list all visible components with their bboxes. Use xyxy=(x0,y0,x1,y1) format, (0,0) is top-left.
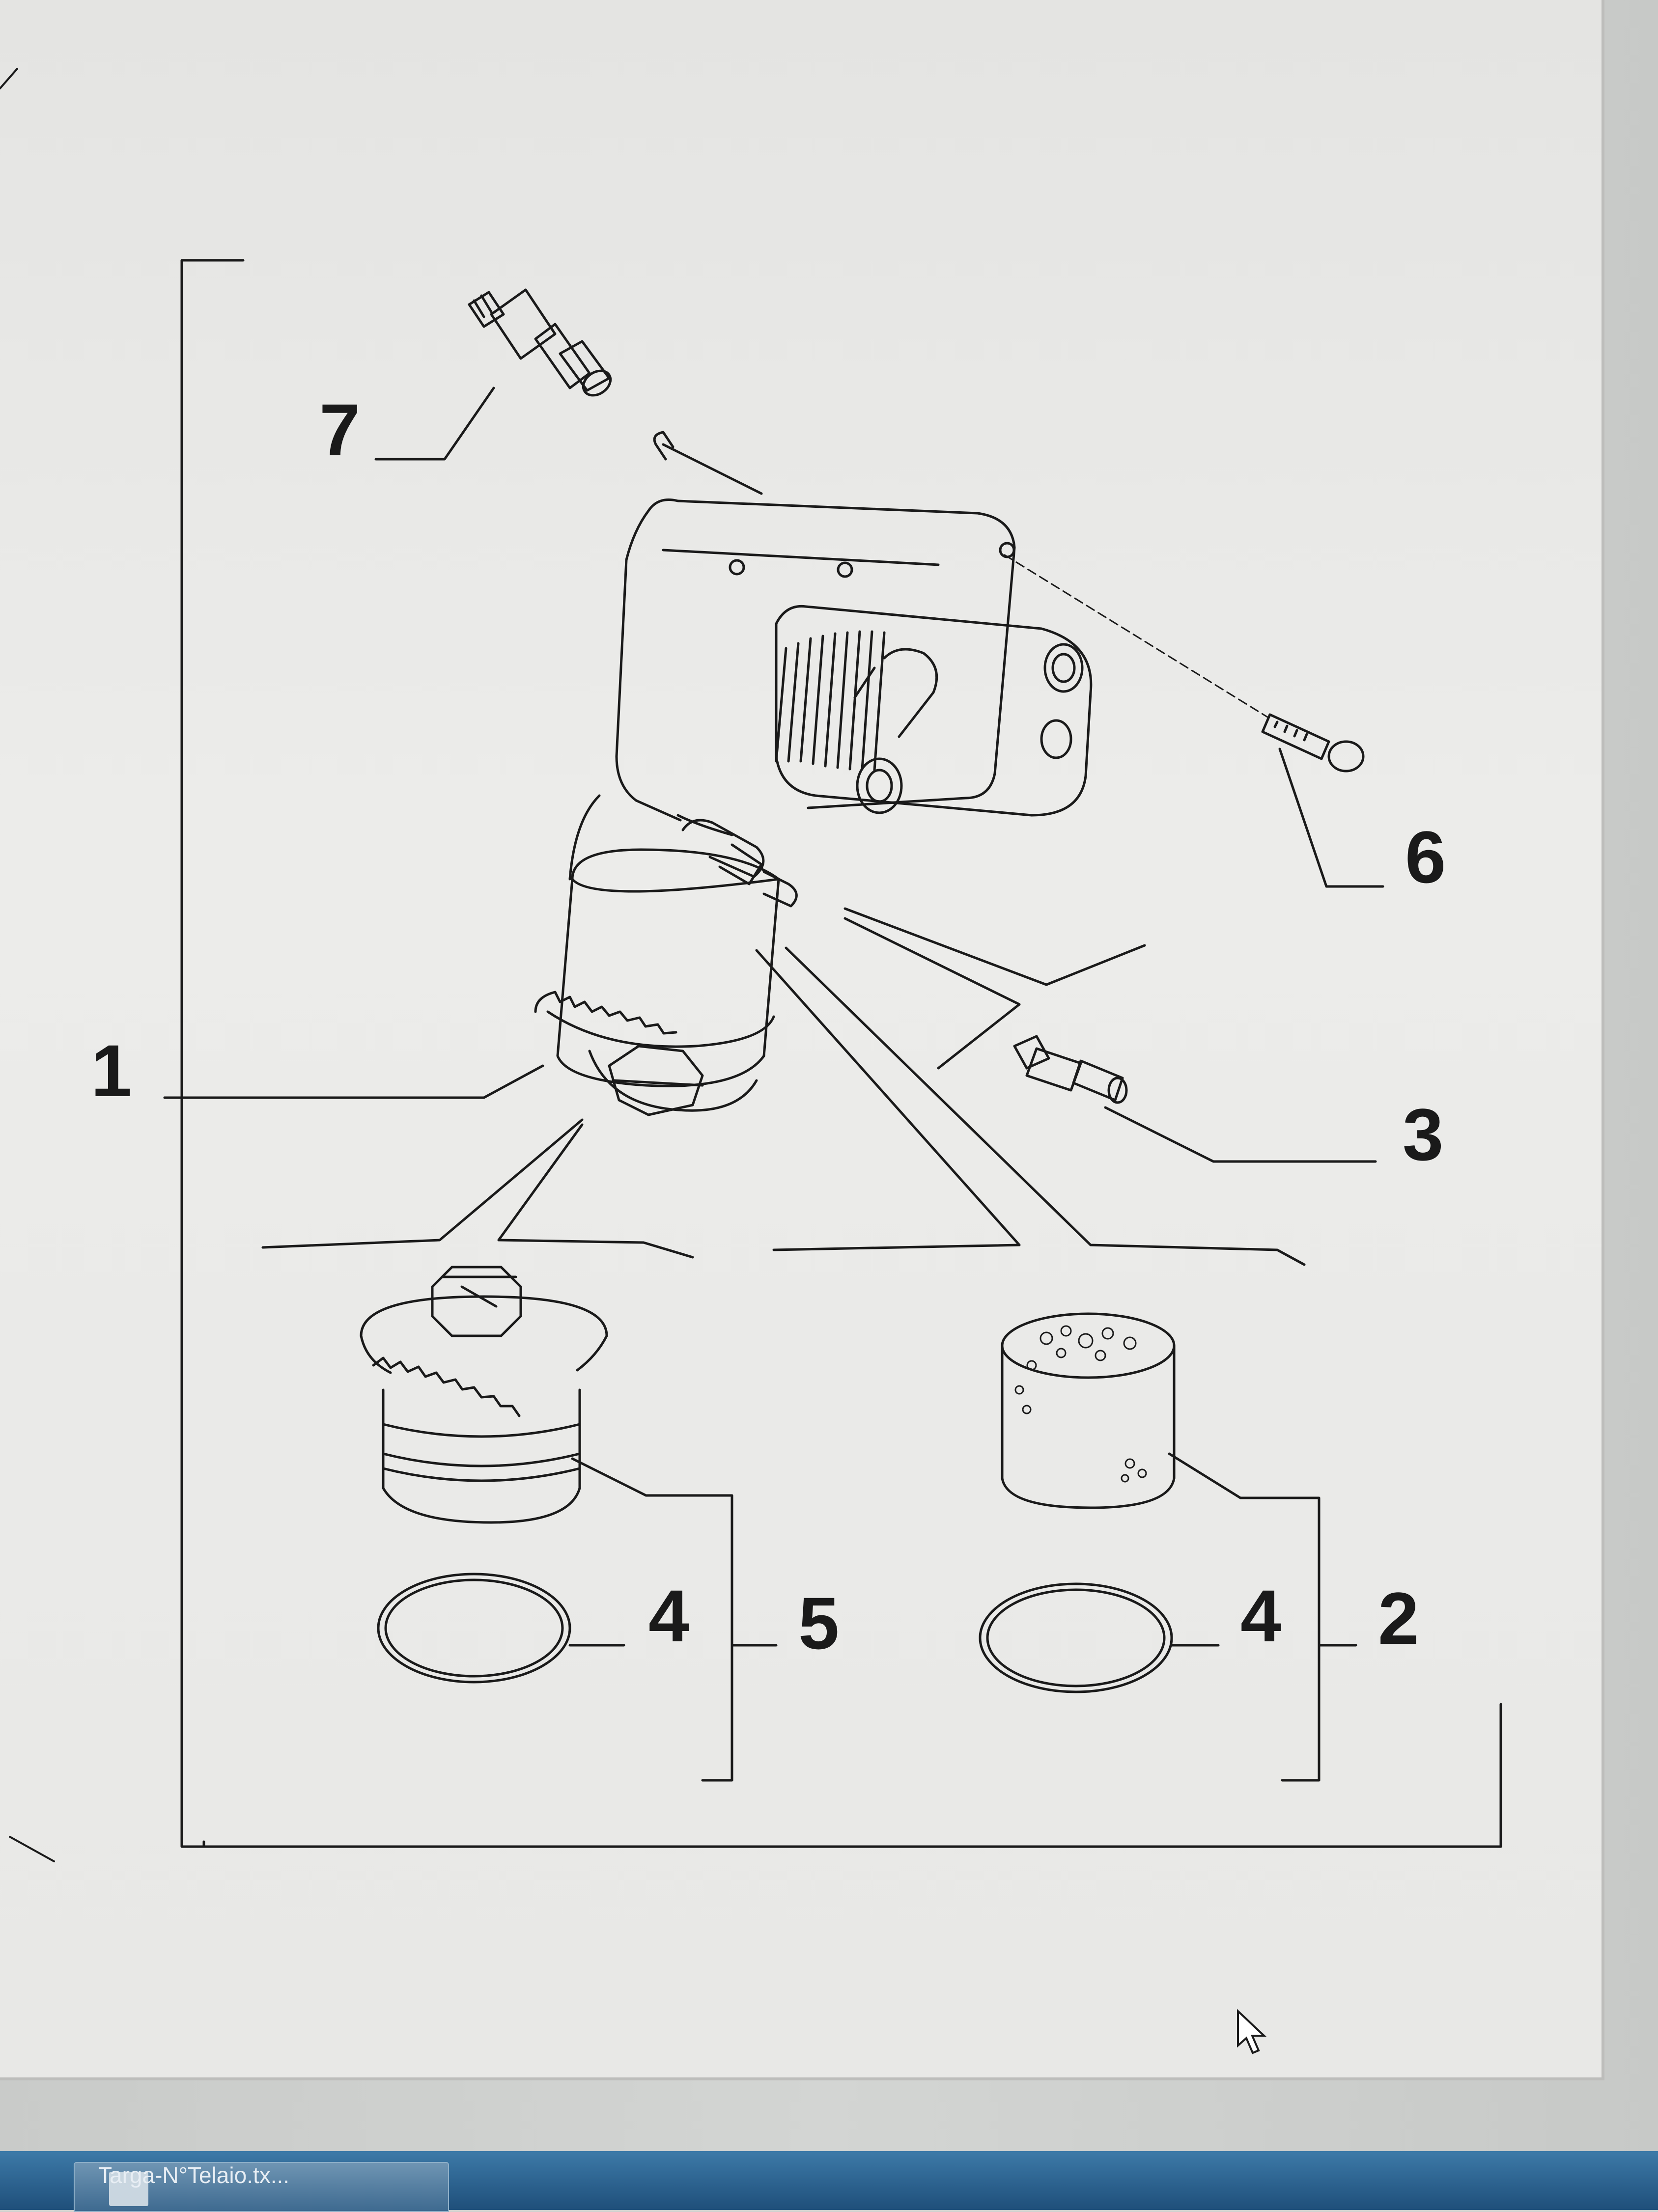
mouse-pointer-icon xyxy=(1237,2009,1267,2054)
leader-1 xyxy=(163,1064,544,1099)
part-5-filter-cap xyxy=(360,1266,608,1524)
callout-6: 6 xyxy=(1405,816,1446,898)
main-housing xyxy=(534,431,1093,1116)
leader-3-group xyxy=(843,907,1146,986)
leader-7 xyxy=(374,387,495,461)
callout-4-right: 4 xyxy=(1240,1575,1282,1657)
part-7-fitting xyxy=(468,288,612,397)
part-4-oring-left xyxy=(377,1573,571,1684)
leader-2 xyxy=(1168,1452,1321,1782)
taskbar-item-label: Targa-N°Telaio.tx... xyxy=(98,2162,290,2188)
document-icon xyxy=(109,2172,148,2206)
leader-5-group xyxy=(261,1118,584,1249)
assembly-bracket-bottom xyxy=(202,1703,1502,1848)
taskbar: Targa-N°Telaio.tx... xyxy=(0,2151,1658,2212)
part-2-filter-element xyxy=(1001,1312,1176,1509)
assembly-bracket xyxy=(180,259,245,1848)
leader-3 xyxy=(1104,1106,1377,1163)
leader-6 xyxy=(1278,747,1384,888)
screen: 7 1 6 3 4 5 4 2 xyxy=(0,0,1604,2080)
callout-3: 3 xyxy=(1403,1093,1444,1176)
part-4-oring-right xyxy=(979,1582,1173,1693)
part-3-fitting xyxy=(1013,1035,1128,1104)
part-6-bolt xyxy=(1004,554,1365,773)
callout-1: 1 xyxy=(91,1029,132,1112)
leader-5 xyxy=(571,1457,733,1782)
callout-7: 7 xyxy=(319,388,361,471)
callout-5: 5 xyxy=(798,1582,840,1664)
taskbar-item[interactable] xyxy=(74,2162,449,2212)
callout-2: 2 xyxy=(1378,1577,1419,1659)
callout-4-left: 4 xyxy=(648,1575,690,1657)
exploded-parts-diagram xyxy=(0,68,1502,1862)
leader-2-group xyxy=(755,949,1021,1251)
